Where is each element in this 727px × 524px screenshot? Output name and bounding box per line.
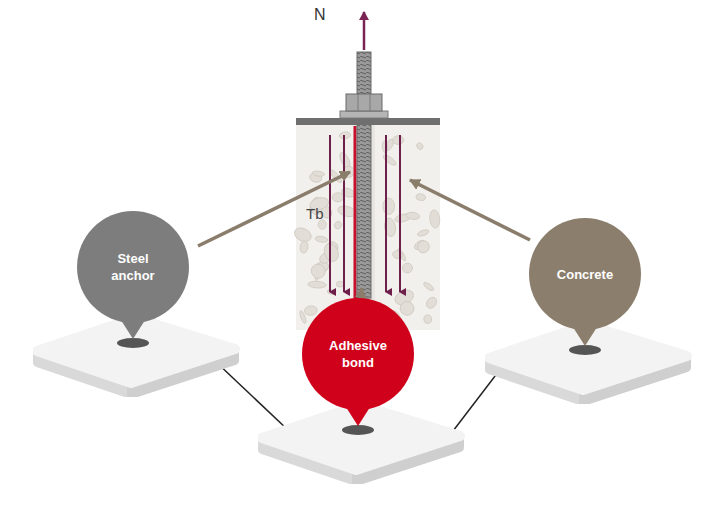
base-plate bbox=[296, 118, 440, 125]
node-label: Concrete bbox=[549, 266, 621, 283]
marker-circle: Steel anchor bbox=[77, 211, 189, 323]
node-label: Steel anchor bbox=[97, 250, 169, 284]
pedestal-connector bbox=[215, 361, 288, 430]
nut bbox=[346, 94, 382, 111]
pedestal-pin bbox=[33, 205, 241, 397]
diagram-label: N bbox=[314, 6, 326, 24]
bond-stress-arrows bbox=[330, 135, 400, 292]
leader-arrows bbox=[198, 172, 530, 302]
diagram-label: Tb bbox=[306, 205, 324, 222]
marker-circle: Concrete bbox=[529, 218, 641, 330]
pedestal-pin bbox=[258, 292, 466, 484]
threaded-rod bbox=[357, 52, 371, 298]
adhesive-bond-marker: Adhesive bond bbox=[258, 292, 466, 484]
node-label: Adhesive bond bbox=[322, 337, 394, 371]
washer bbox=[340, 111, 388, 118]
load-arrow bbox=[363, 12, 366, 50]
steel-anchor-marker: Steel anchor bbox=[33, 205, 241, 397]
concrete-marker: Concrete bbox=[485, 212, 693, 404]
marker-circle: Adhesive bond bbox=[302, 298, 414, 410]
pedestal-pin bbox=[485, 212, 693, 404]
